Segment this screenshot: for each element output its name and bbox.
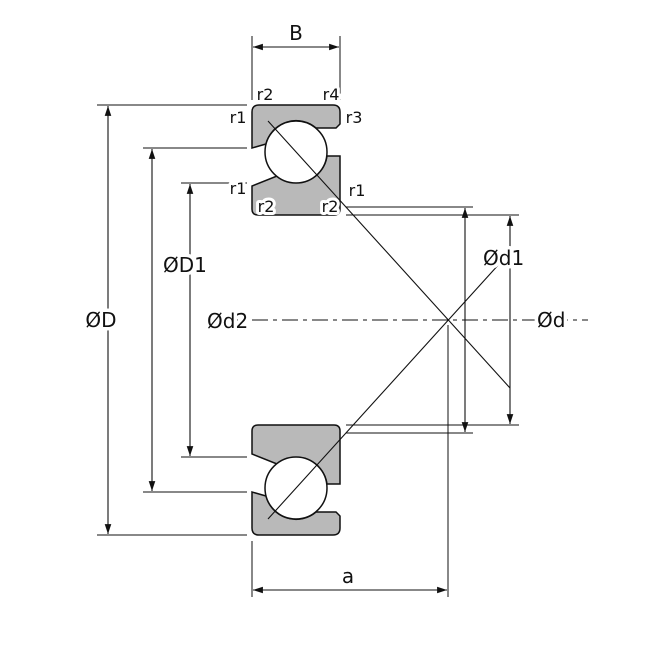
- contact-angle-line-top: [267, 120, 511, 389]
- dim-label-B: B: [289, 21, 303, 45]
- bottom-bearing-section: [251, 424, 341, 536]
- dim-label-OD1: ØD1: [163, 253, 207, 277]
- dim-label-a: a: [342, 564, 354, 588]
- chamfer-label-r1-right-lower: r1: [349, 181, 366, 200]
- chamfer-label-r4-top-right: r4: [323, 85, 340, 104]
- dim-label-OD: ØD: [85, 308, 116, 332]
- chamfer-label-r2-bottom-left: r2: [258, 197, 275, 216]
- chamfer-label-r2-bottom-right: r2: [322, 197, 339, 216]
- dim-label-Od1: Ød1: [483, 246, 524, 270]
- contact-angle-line-bottom: [267, 251, 511, 520]
- chamfer-label-r1-left-upper: r1: [230, 108, 247, 127]
- dim-label-Od2: Ød2: [207, 309, 248, 333]
- chamfer-label-r3-right-upper: r3: [346, 108, 363, 127]
- dim-label-Od: Ød: [537, 308, 565, 332]
- chamfer-label-r1-left-lower: r1: [230, 179, 247, 198]
- chamfer-label-r2-top-left: r2: [257, 85, 274, 104]
